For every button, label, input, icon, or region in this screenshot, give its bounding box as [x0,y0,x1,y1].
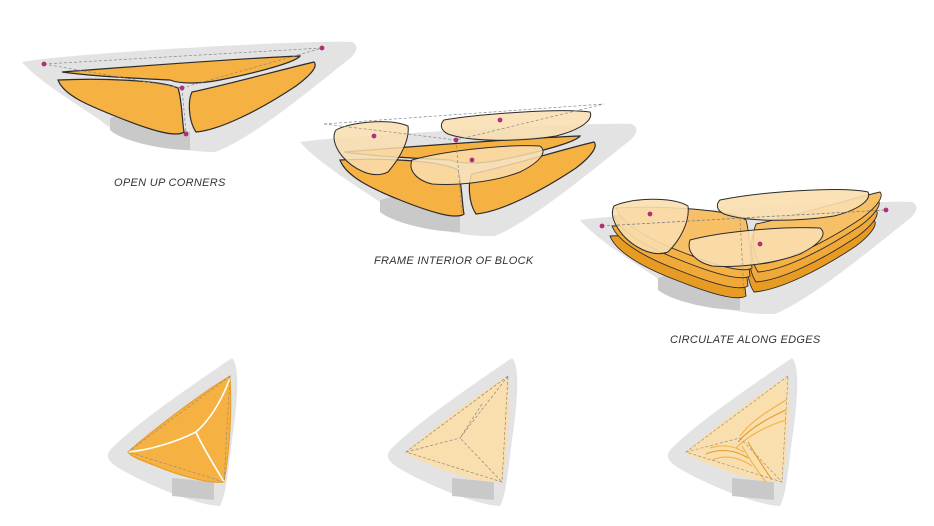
node-dot-icon [179,85,185,91]
frame-left-3 [611,198,689,254]
node-dot-icon [41,61,47,67]
node-dot-icon [469,157,475,163]
step-1-axonometric [22,41,357,152]
node-dot-icon [757,241,763,247]
plan-voids-1 [127,377,231,483]
step-3-axonometric [580,189,917,315]
step-caption-frame-interior: FRAME INTERIOR OF BLOCK [374,255,534,267]
node-dot-icon [453,137,459,143]
frame-left-2 [333,121,409,176]
node-dot-icon [599,223,605,229]
frame-right-3 [716,189,870,221]
node-dot-icon [183,131,189,137]
site-step-3 [658,272,740,310]
frame-center-2 [410,145,544,185]
volume-top-1 [61,55,302,84]
volume-right-2 [468,141,596,215]
plan-step-1 [172,478,214,500]
frame-center-3 [688,227,824,267]
plan-volume-3 [686,376,789,483]
plan-guides-1 [127,375,231,483]
guide-lines-3 [601,209,887,295]
volume-left-1 [57,78,185,135]
node-dot-icon [647,211,653,217]
volume-right-1 [188,61,316,133]
plan-strips-3 [705,399,787,483]
step-caption-circulate-edges: CIRCULATE ALONG EDGES [670,334,821,346]
plan-guides-3 [685,375,789,483]
site-step-2 [380,194,460,232]
plan-volume-2 [406,376,509,483]
frame-right-2 [440,110,592,141]
plan-2 [387,358,518,506]
step-2-axonometric [300,103,637,237]
plan-1 [107,358,238,506]
plan-3 [667,358,798,506]
plan-step-3 [732,478,774,500]
node-dots-3 [599,207,889,247]
step-caption-open-up-corners: OPEN UP CORNERS [114,177,226,189]
node-dot-icon [497,117,503,123]
node-dot-icon [371,133,377,139]
node-dots-1 [41,45,325,137]
node-dot-icon [883,207,889,213]
plan-step-2 [452,478,494,500]
node-dot-icon [319,45,325,51]
plan-volume-1 [127,375,232,483]
plan-guides-2 [405,375,509,483]
node-dots-2 [371,117,503,163]
